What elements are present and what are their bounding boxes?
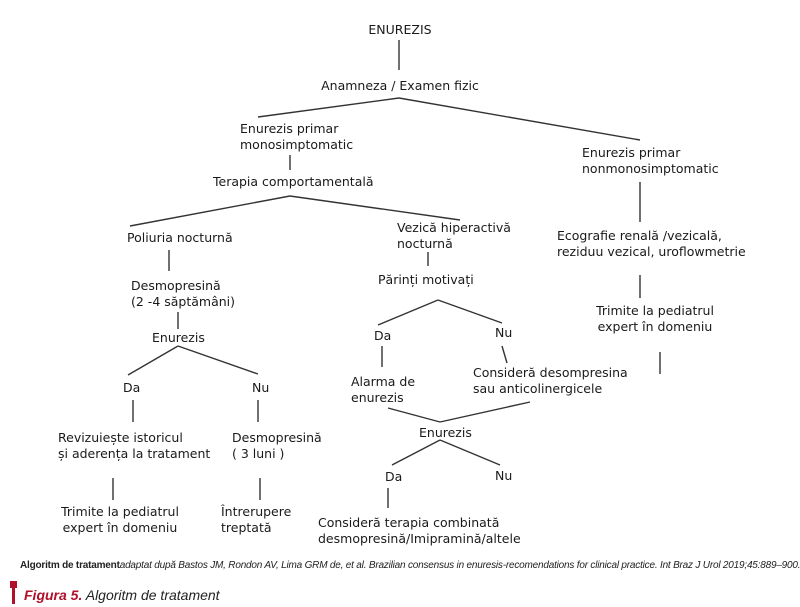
- node-nu-mid: Nu: [495, 325, 512, 341]
- node-nu-low: Nu: [495, 468, 512, 484]
- node-terapia-comportamentala: Terapia comportamentală: [213, 174, 374, 190]
- node-enurezis-left: Enurezis: [152, 330, 205, 346]
- source-reference: adaptat după Bastos JM, Rondon AV, Lima …: [119, 560, 800, 571]
- connector: [289, 195, 461, 221]
- node-poliuria-nocturna: Poliuria nocturnă: [127, 230, 233, 246]
- node-considera-terapia-combinata: Consideră terapia combinată desmopresină…: [318, 515, 521, 547]
- node-line: Enurezis: [419, 425, 472, 440]
- connector: [439, 401, 531, 423]
- node-primar-monosimptomatic: Enurezis primar monosimptomatic: [240, 121, 353, 153]
- node-line: și aderența la tratament: [58, 446, 211, 461]
- node-alarma-enurezis: Alarma de enurezis: [351, 374, 415, 406]
- node-da-mid: Da: [374, 328, 391, 344]
- node-desmopresina-3-luni: Desmopresină ( 3 luni ): [232, 430, 322, 462]
- node-line: (2 -4 săptămâni): [131, 294, 236, 309]
- node-trimite-pediatru-right: Trimite la pediatrul expert în domeniu: [575, 303, 735, 335]
- node-da-low: Da: [385, 469, 402, 485]
- connector-lines: [112, 40, 661, 508]
- node-line: Enurezis primar: [582, 145, 681, 160]
- node-nu-left: Nu: [252, 380, 269, 396]
- connector: [439, 439, 501, 466]
- node-line: Terapia comportamentală: [213, 174, 374, 189]
- connector: [437, 299, 503, 324]
- connector: [127, 345, 179, 376]
- node-line: Alarma de: [351, 374, 416, 389]
- node-ecografie: Ecografie renală /vezicală, reziduu vezi…: [557, 228, 746, 260]
- node-line: desmopresină/Imipramină/altele: [318, 531, 521, 546]
- node-line: Enurezis primar: [240, 121, 339, 136]
- node-line: sau anticolinergicele: [473, 381, 603, 396]
- node-line: Consideră terapia combinată: [318, 515, 500, 530]
- connector: [377, 299, 439, 326]
- node-line: Trimite la pediatrul: [596, 303, 714, 318]
- connector: [177, 345, 259, 375]
- node-line: monosimptomatic: [240, 137, 354, 152]
- figure-title: Algoritm de tratament: [85, 587, 220, 603]
- node-trimite-pediatru-left: Trimite la pediatrul expert în domeniu: [40, 504, 200, 536]
- node-line: Părinți motivați: [378, 272, 474, 287]
- caption-bar: [12, 584, 15, 604]
- connector: [391, 439, 441, 466]
- figure-number: Figura 5.: [24, 587, 83, 603]
- node-line: Nu: [495, 468, 513, 483]
- node-considera-desmopresina: Consideră desompresina sau anticolinergi…: [473, 365, 628, 397]
- node-line: Desmopresină: [232, 430, 322, 445]
- node-line: Nu: [495, 325, 513, 340]
- node-line: Anamneza / Examen fizic: [321, 78, 479, 93]
- node-vezica-hiperactiva: Vezică hiperactivă nocturnă: [397, 220, 511, 252]
- node-line: treptată: [221, 520, 272, 535]
- node-anamneza: Anamneza / Examen fizic: [300, 78, 500, 94]
- connector: [501, 345, 508, 364]
- node-line: Trimite la pediatrul: [61, 504, 179, 519]
- node-line: Desmopresină: [131, 278, 221, 293]
- node-line: Revizuiește istoricul: [58, 430, 183, 445]
- node-line: ENUREZIS: [368, 22, 432, 37]
- node-line: Da: [374, 328, 392, 343]
- node-line: nonmonosimptomatic: [582, 161, 719, 176]
- node-line: expert în domeniu: [597, 319, 713, 334]
- source-label: Algoritm de tratament: [20, 560, 120, 571]
- node-line: Enurezis: [152, 330, 205, 345]
- figure-caption: Figura 5. Algoritm de tratament: [24, 587, 220, 603]
- node-enurezis-mid: Enurezis: [419, 425, 472, 441]
- node-line: nocturnă: [397, 236, 453, 251]
- connector: [257, 97, 400, 118]
- node-primar-nonmonosimptomatic: Enurezis primar nonmonosimptomatic: [582, 145, 719, 177]
- node-enurezis: ENUREZIS: [340, 22, 460, 38]
- node-parinti-motivati: Părinți motivați: [378, 272, 474, 288]
- node-line: ( 3 luni ): [232, 446, 285, 461]
- flowchart-diagram: ENUREZIS Anamneza / Examen fizic Enurezi…: [40, 22, 746, 547]
- node-line: enurezis: [351, 390, 404, 405]
- node-desmopresina-2-4: Desmopresină (2 -4 săptămâni): [131, 278, 235, 310]
- node-line: Poliuria nocturnă: [127, 230, 233, 245]
- node-line: Vezică hiperactivă: [397, 220, 511, 235]
- connector: [129, 195, 291, 227]
- node-line: Ecografie renală /vezicală,: [557, 228, 722, 243]
- node-line: Întrerupere: [221, 504, 292, 519]
- node-line: Consideră desompresina: [473, 365, 628, 380]
- node-line: Nu: [252, 380, 270, 395]
- node-line: Da: [385, 469, 403, 484]
- node-intrerupere-treptata: Întrerupere treptată: [221, 504, 291, 536]
- node-revizuieste-istoricul: Revizuiește istoricul și aderența la tra…: [58, 430, 210, 462]
- node-da-left: Da: [123, 380, 140, 396]
- source-note: Algoritm de tratamentadaptat după Bastos…: [20, 560, 800, 571]
- connector: [398, 97, 641, 141]
- connector: [387, 407, 441, 423]
- node-line: Da: [123, 380, 141, 395]
- node-line: expert în domeniu: [62, 520, 178, 535]
- node-line: reziduu vezical, uroflowmetrie: [557, 244, 746, 259]
